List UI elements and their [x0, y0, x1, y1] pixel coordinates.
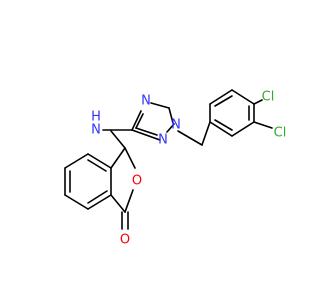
triazole-n-right-label: N: [171, 118, 181, 133]
bond: [131, 110, 142, 131]
chlorine-bottom-label: Cl: [274, 126, 287, 141]
carbonyl-oxygen-label: O: [120, 233, 130, 248]
bond: [110, 147, 126, 169]
bond: [87, 153, 112, 169]
bond: [87, 194, 112, 210]
bond: [131, 129, 161, 141]
bond: [150, 102, 170, 109]
bond: [214, 95, 233, 107]
bond: [209, 121, 233, 137]
bond: [110, 130, 126, 149]
bond: [64, 194, 89, 210]
structure-svg: N H N N N O O Cl Cl: [64, 89, 286, 248]
bond: [64, 153, 89, 169]
bond: [177, 130, 203, 146]
bond: [231, 121, 255, 137]
bond: [168, 107, 174, 124]
bond: [253, 121, 273, 129]
bond: [124, 147, 136, 169]
atom-labels: N H N N N O O Cl Cl: [91, 90, 286, 248]
bond: [124, 189, 134, 213]
triazole-n-bottom-label: N: [158, 133, 168, 148]
bond: [209, 89, 233, 105]
bond: [87, 159, 107, 172]
bonds: [64, 89, 273, 230]
bond: [135, 113, 144, 129]
bond: [214, 119, 233, 131]
bond: [166, 123, 175, 133]
ring-oxygen-label: O: [132, 174, 142, 189]
atom-nh: N H: [91, 110, 101, 138]
bond: [110, 194, 126, 213]
molecule-diagram: N H N N N O O Cl Cl: [64, 89, 286, 248]
bond: [87, 190, 108, 204]
nh-n-label: N: [91, 123, 101, 138]
bond: [253, 99, 263, 105]
triazole-n-top-label: N: [141, 94, 151, 109]
nh-h-label: H: [91, 110, 101, 125]
bond: [201, 121, 211, 146]
chlorine-top-label: Cl: [262, 90, 275, 105]
bond: [135, 127, 158, 136]
bond: [231, 89, 255, 105]
